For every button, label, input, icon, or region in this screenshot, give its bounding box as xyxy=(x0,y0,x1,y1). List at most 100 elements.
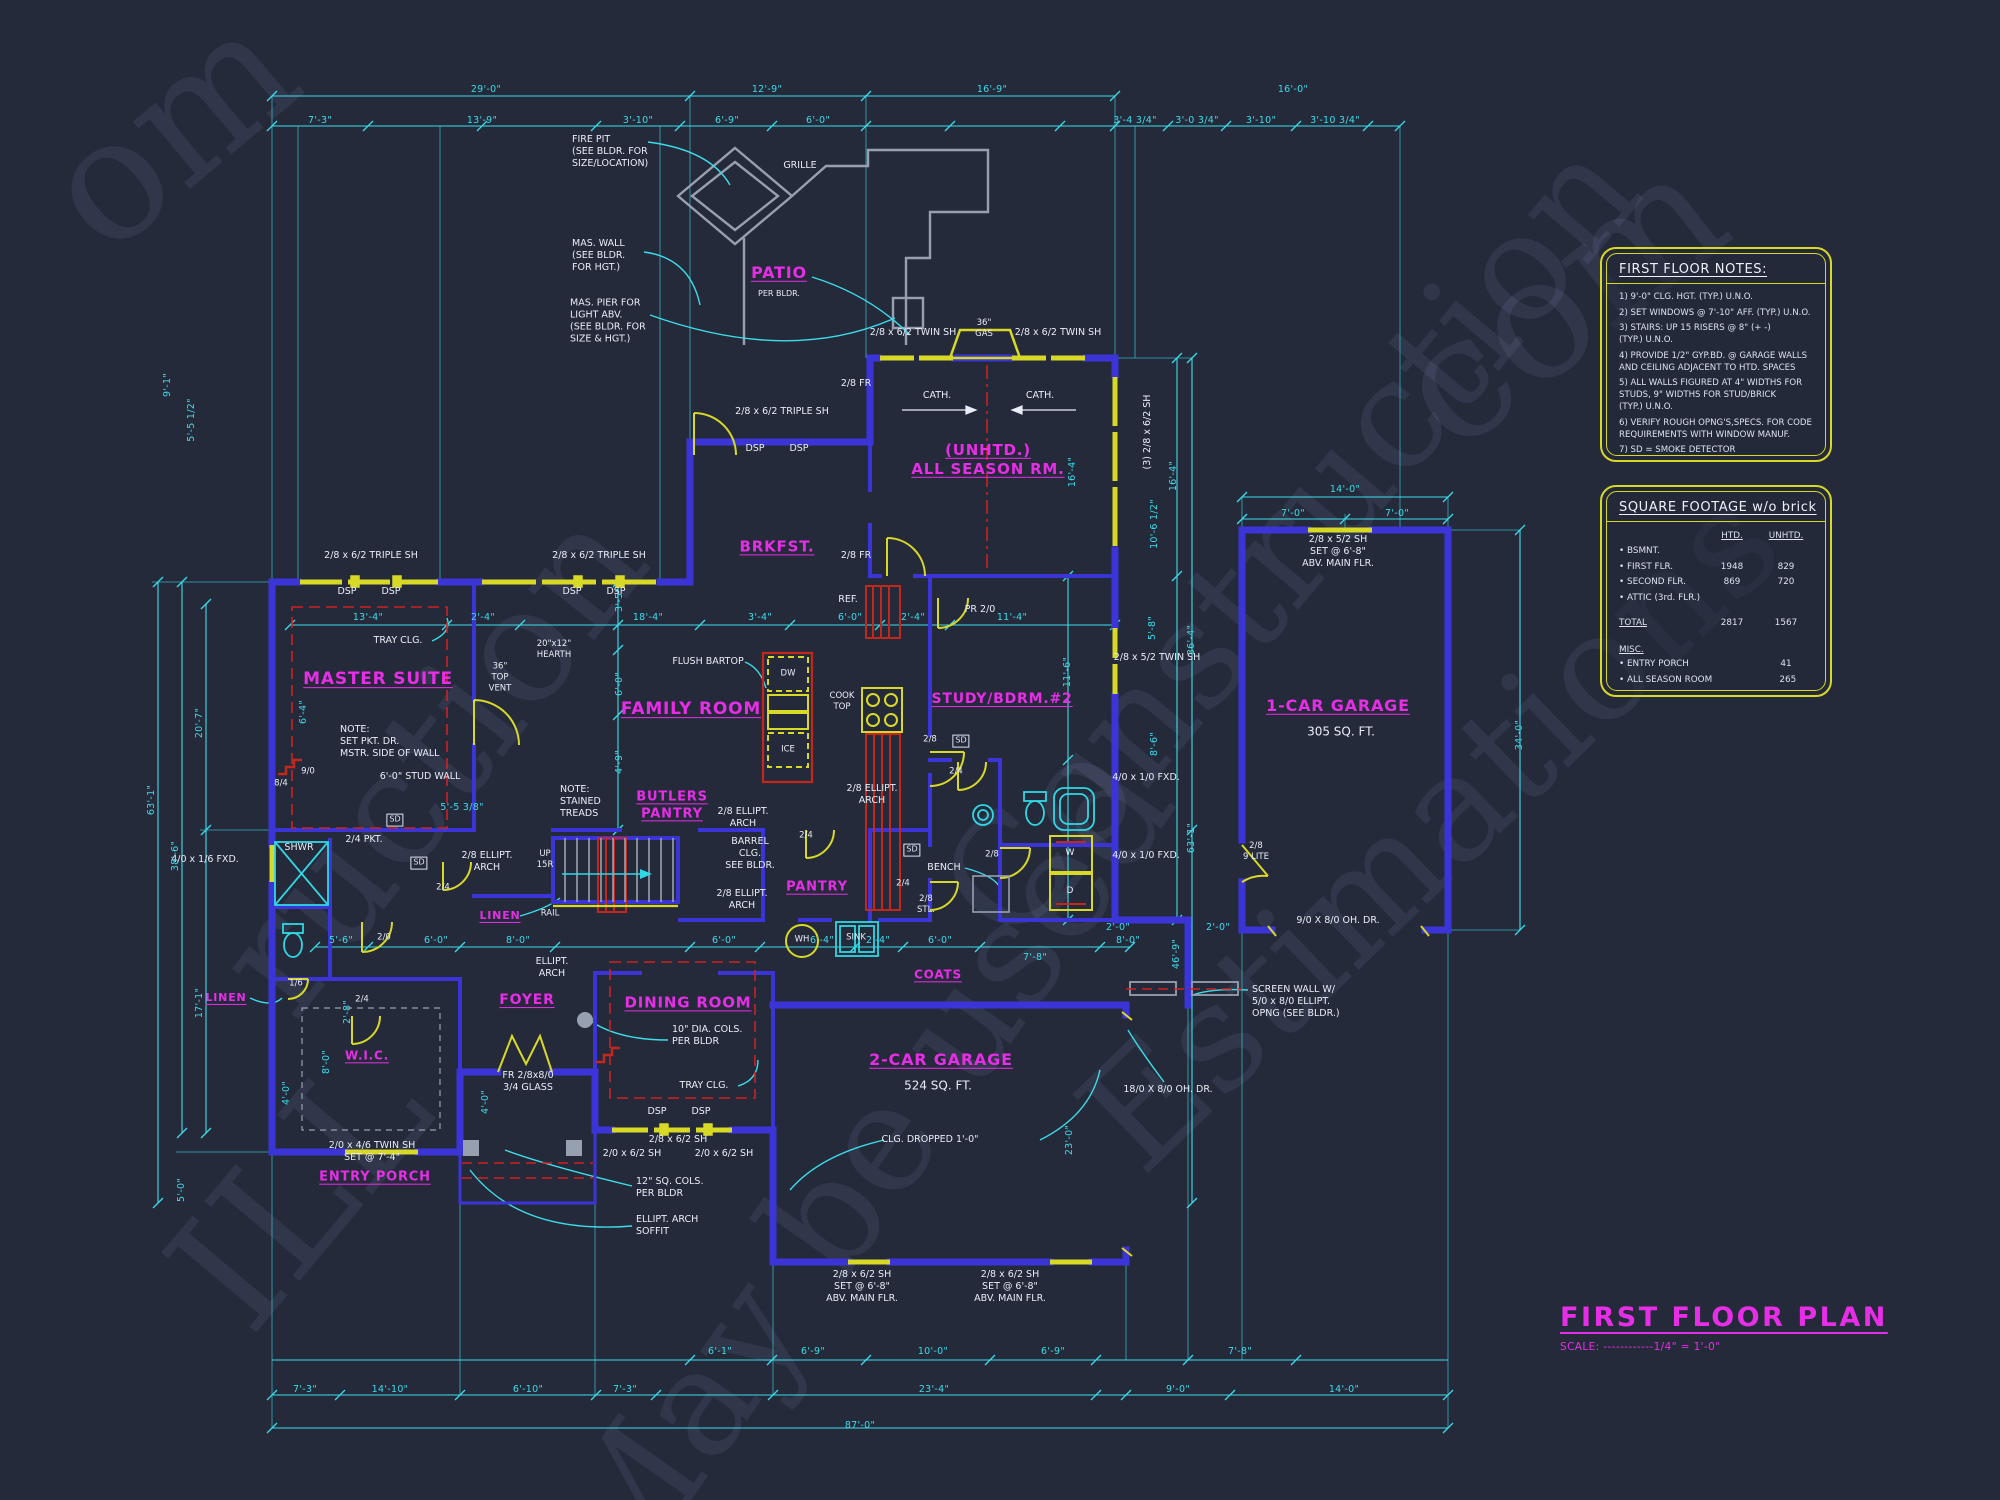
annotation-label: 2/4 xyxy=(896,878,910,889)
ceiling-dashed xyxy=(291,365,988,1179)
dimension-label: 6'-1" xyxy=(708,1345,732,1357)
oh-door-jambs xyxy=(1121,925,1430,1257)
note-item: 4) PROVIDE 1/2" GYP.BD. @ GARAGE WALLS A… xyxy=(1619,350,1808,373)
annotation-label: RAIL xyxy=(540,908,560,919)
room-label: FOYER xyxy=(499,992,555,1009)
sqft-cell xyxy=(1705,544,1759,559)
annotation-label: 2/8 xyxy=(985,849,999,860)
sqft-col-unhtd: UNHTD. xyxy=(1768,531,1804,541)
stairs xyxy=(553,838,678,908)
annotation-label: DW xyxy=(780,668,796,679)
island xyxy=(761,651,814,784)
dimension-label: 6'-0" xyxy=(928,934,952,946)
annotation-label: 2/4 xyxy=(799,830,813,841)
dimension-label: 23'-0" xyxy=(1063,1124,1075,1156)
sqft-cell xyxy=(1705,657,1759,672)
dimension-label: 63'-1" xyxy=(145,784,157,816)
annotation-label: 2/8 ELLIPT. ARCH xyxy=(461,849,513,873)
annotation-label: 2/8 x 5/2 TWIN SH xyxy=(1113,651,1201,663)
dimension-label: 16'-9" xyxy=(976,83,1008,95)
sqft-cell: 2817 xyxy=(1720,617,1744,628)
dimension-label: 3'-10 3/4" xyxy=(1310,114,1360,126)
dimension-label: 3'-4 3/4" xyxy=(1113,114,1157,126)
annotation-label: 2/4 xyxy=(355,994,369,1005)
foyer-double-door xyxy=(497,1033,553,1073)
dimension-label: 7'-3" xyxy=(293,1383,317,1395)
sqft-cell: 869 xyxy=(1723,577,1741,588)
room-label: LINEN xyxy=(205,990,247,1004)
note-item: 1) 9'-0" CLG. HGT. (TYP.) U.N.O. xyxy=(1619,292,1753,302)
room-label: BUTLERS PANTRY xyxy=(636,789,708,821)
dimension-label: 6'-0" xyxy=(806,114,830,126)
dimension-label: 38'-6" xyxy=(169,840,181,872)
annotation-label: DSP xyxy=(337,585,357,597)
sqft-row: • ATTIC (3rd. FLR.) xyxy=(1619,591,1813,606)
annotation-label: SINK xyxy=(846,932,866,943)
dimension-label: 10'-6 1/2" xyxy=(1148,499,1160,549)
dimension-label: 18'-4" xyxy=(632,611,664,623)
annotation-label: 2/4 PKT. xyxy=(345,833,383,845)
sqft-cell: • SECOND FLR. xyxy=(1619,577,1686,588)
dimension-label: 5'-5 1/2" xyxy=(185,398,197,442)
annotation-label: 2/8 FR xyxy=(840,377,872,389)
annotation-label: FIRE PIT (SEE BLDR. FOR SIZE/LOCATION) xyxy=(572,133,649,170)
notes-list: 1) 9'-0" CLG. HGT. (TYP.) U.N.O.2) SET W… xyxy=(1619,291,1813,456)
annotation-label: 2/8 ELLIPT. ARCH xyxy=(846,782,898,806)
annotation-label: 2/0 x 6/2 SH xyxy=(602,1147,662,1159)
sqft-cell xyxy=(1759,544,1813,559)
annotation-label: UP 15R xyxy=(536,849,554,870)
annotation-label: GRILLE xyxy=(783,159,817,171)
annotation-label: 20"x12" HEARTH xyxy=(536,639,572,660)
fire-pit xyxy=(676,146,794,246)
dimension-label: 12'-9" xyxy=(751,83,783,95)
sqft-title-rule xyxy=(1607,521,1825,522)
annotation-label: PER BLDR. xyxy=(758,288,800,298)
dimension-label: 10'-0" xyxy=(917,1345,949,1357)
dimension-label: 3'-5" xyxy=(613,588,625,612)
dimension-label: 2'-8" xyxy=(341,1000,353,1024)
annotation-label: 2/8 ELLIPT. ARCH xyxy=(716,887,768,911)
dimension-label: 16'-0" xyxy=(1277,83,1309,95)
room-label: LINEN xyxy=(479,908,521,922)
dimension-label: 4'-0" xyxy=(479,1090,491,1114)
annotation-label: 2/8 x 6/2 TWIN SH xyxy=(1014,326,1102,338)
sqft-cell: • FIRST FLR. xyxy=(1619,561,1674,572)
annotation-label: 1/6 xyxy=(289,978,303,989)
dishwasher xyxy=(767,656,809,692)
dimension-label: 13'-9" xyxy=(466,114,498,126)
dimension-label: 7'-0" xyxy=(1281,507,1305,519)
annotation-label: D xyxy=(1066,886,1074,897)
annotation-label: ELLIPT. ARCH SOFFIT xyxy=(636,1213,699,1237)
dimension-label: 7'-8" xyxy=(1228,1345,1252,1357)
sheet-title: FIRST FLOOR PLAN xyxy=(1560,1302,1888,1333)
annotation-label: NOTE: SET PKT. DR. MSTR. SIDE OF WALL xyxy=(340,723,440,760)
annotation-label: 8/4 xyxy=(274,778,288,789)
water-heater xyxy=(785,924,819,958)
annotation-label: 2/8 STL. xyxy=(916,894,936,915)
sqft-cell: 829 xyxy=(1777,561,1795,572)
annotation-label: CLG. DROPPED 1'-0" xyxy=(881,1133,979,1145)
dimension-label: 6'-10" xyxy=(512,1383,544,1395)
mud-sink xyxy=(835,921,879,957)
doors xyxy=(287,412,1430,1257)
dimension-label: 6'-0" xyxy=(838,611,862,623)
dimension-label: 6'-0" xyxy=(712,934,736,946)
plumbing-fixtures xyxy=(274,787,1095,958)
sqft-cell: 720 xyxy=(1777,577,1795,588)
room-label: 1-CAR GARAGE xyxy=(1266,695,1410,715)
dimension-label: 5'-5 3/8" xyxy=(440,801,484,813)
dimension-label: 2'-0" xyxy=(1206,921,1230,933)
annotation-label: 2/8 x 6/2 TWIN SH xyxy=(869,326,957,338)
annotation-label: DSP xyxy=(381,585,401,597)
dimension-label: 20'-7" xyxy=(193,707,205,739)
annotation-label: SHWR xyxy=(284,841,314,853)
dimension-label: 3'-0 3/4" xyxy=(1175,114,1219,126)
tub xyxy=(1053,787,1095,831)
washer xyxy=(1049,835,1093,873)
annotation-label: 2/8 x 6/2 SH SET @ 6'-8" ABV. MAIN FLR. xyxy=(974,1268,1046,1305)
annotation-label: 9/0 X 8/0 OH. DR. xyxy=(1296,914,1380,926)
annotation-label: PR 2/0 xyxy=(964,603,996,615)
sqft-header: HTD. UNHTD. xyxy=(1619,529,1813,544)
